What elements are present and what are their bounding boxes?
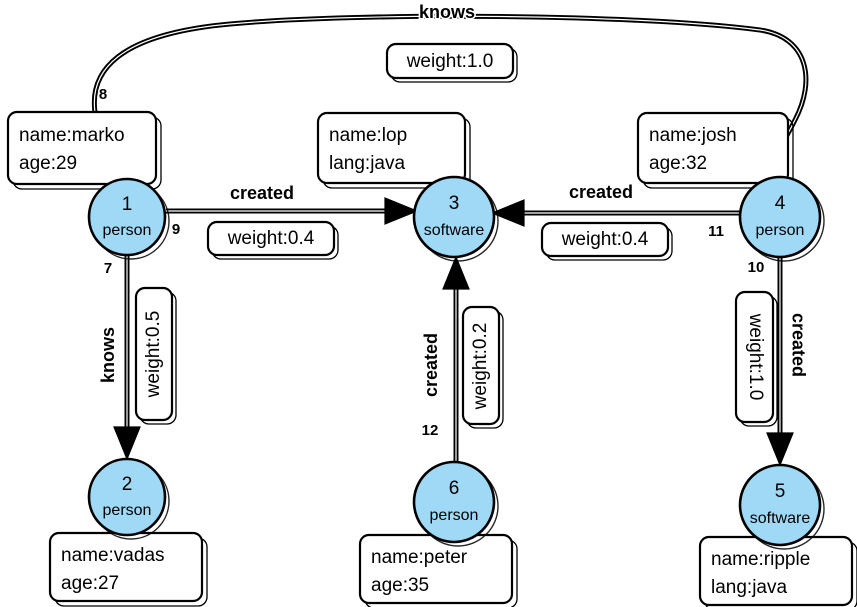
- property-line-2-0: name:vadas: [61, 545, 165, 566]
- weight-box-rect-11: [540, 221, 670, 258]
- property-line-4-0: name:josh: [649, 125, 737, 146]
- node-1-label: person: [103, 222, 152, 239]
- property-box-node-1: name:marko age:29: [6, 110, 162, 190]
- arrowhead-12: [442, 255, 470, 290]
- node-5-circle: [738, 463, 822, 547]
- property-box-rect-4: [636, 111, 790, 185]
- weight-box-edge-7: weight:0.5: [134, 286, 177, 425]
- edge-knows-1-to-2[interactable]: [113, 255, 141, 461]
- arrowhead-10: [766, 432, 794, 467]
- property-line-1-1: age:29: [19, 153, 77, 174]
- weight-label-7: weight:0.5: [143, 311, 164, 399]
- node-6-id: 6: [449, 478, 460, 499]
- edge-id-10: 10: [748, 259, 765, 276]
- node-6-circle: [412, 460, 496, 544]
- edge-label-knows-1-4: knows: [419, 2, 475, 22]
- property-line-6-0: name:peter: [371, 547, 468, 568]
- node-3-circle: [412, 175, 496, 259]
- node-3-id: 3: [449, 193, 460, 214]
- node-6-label: person: [430, 507, 479, 524]
- node-2-circle: [87, 457, 167, 537]
- edge-label-created-4-5: created: [788, 313, 808, 377]
- node-2[interactable]: 2 person: [87, 457, 170, 540]
- node-4-id: 4: [775, 193, 786, 214]
- node-1-circle: [87, 177, 167, 257]
- property-line-6-1: age:35: [371, 575, 429, 596]
- weight-box-rect-12: [461, 305, 501, 426]
- property-line-5-0: name:ripple: [711, 549, 810, 570]
- property-box-node-2: name:vadas age:27: [48, 531, 208, 607]
- edge-created-4-to-3[interactable]: [490, 199, 742, 227]
- weight-label-9: weight:0.4: [227, 228, 315, 249]
- weight-label-12: weight:0.2: [470, 323, 491, 411]
- node-3[interactable]: 3 software: [412, 175, 499, 262]
- property-box-rect-1: [6, 110, 158, 186]
- weight-box-rect-7: [134, 286, 174, 422]
- node-3-label: software: [424, 222, 485, 239]
- node-5[interactable]: 5 software: [738, 463, 825, 550]
- edge-created-4-to-5[interactable]: [766, 257, 794, 467]
- property-box-node-5: name:ripple lang:java: [698, 535, 857, 607]
- weight-label-10: weight:1.0: [745, 313, 766, 401]
- weight-box-edge-9: weight:0.4: [206, 220, 339, 260]
- node-6[interactable]: 6 person: [412, 460, 499, 547]
- arrowhead-7: [113, 426, 141, 461]
- weight-box-edge-8: weight:1.0: [385, 42, 518, 83]
- property-line-3-0: name:lop: [329, 125, 407, 146]
- weight-box-rect-8: [385, 42, 515, 80]
- edge-id-8: 8: [99, 86, 107, 103]
- weight-box-edge-10: weight:1.0: [734, 290, 778, 427]
- edge-label-created-1-3: created: [230, 183, 294, 203]
- edge-id-11: 11: [708, 223, 724, 240]
- edge-id-7: 7: [104, 260, 112, 277]
- property-line-4-1: age:32: [649, 153, 707, 174]
- edge-path-8-highlight: [93, 15, 807, 161]
- weight-box-edge-12: weight:0.2: [461, 305, 504, 429]
- node-2-id: 2: [122, 474, 133, 495]
- edge-label-created-4-3: created: [569, 182, 633, 202]
- edge-label-created-6-3: created: [421, 333, 441, 397]
- property-box-node-3: name:lop lang:java: [316, 111, 471, 189]
- arrowhead-9: [384, 197, 419, 225]
- property-line-3-1: lang:java: [329, 153, 405, 174]
- property-box-node-4: name:josh age:32: [636, 111, 794, 189]
- edge-created-6-to-3[interactable]: [442, 255, 470, 462]
- property-line-5-1: lang:java: [711, 577, 787, 598]
- node-2-label: person: [103, 502, 152, 519]
- weight-box-edge-11: weight:0.4: [540, 221, 673, 261]
- node-1[interactable]: 1 person: [87, 177, 170, 260]
- property-line-2-1: age:27: [61, 573, 119, 594]
- node-5-label: software: [750, 510, 811, 527]
- property-line-1-0: name:marko: [19, 125, 125, 146]
- edge-created-1-to-3[interactable]: [166, 197, 419, 225]
- arrowhead-11: [490, 199, 525, 227]
- node-1-id: 1: [122, 194, 133, 215]
- node-5-id: 5: [775, 481, 786, 502]
- weight-label-8: weight:1.0: [406, 51, 494, 72]
- property-box-node-6: name:peter age:35: [358, 533, 518, 607]
- node-4-circle: [738, 175, 822, 259]
- node-4-label: person: [756, 222, 805, 239]
- edge-id-12: 12: [422, 422, 439, 439]
- edge-label-knows-1-2: knows: [98, 327, 118, 383]
- weight-box-rect-10: [734, 290, 775, 424]
- weight-box-rect-9: [206, 220, 336, 257]
- edge-id-9: 9: [172, 221, 180, 238]
- weight-label-11: weight:0.4: [561, 229, 649, 250]
- node-4[interactable]: 4 person: [738, 175, 825, 262]
- property-box-rect-3: [316, 111, 467, 185]
